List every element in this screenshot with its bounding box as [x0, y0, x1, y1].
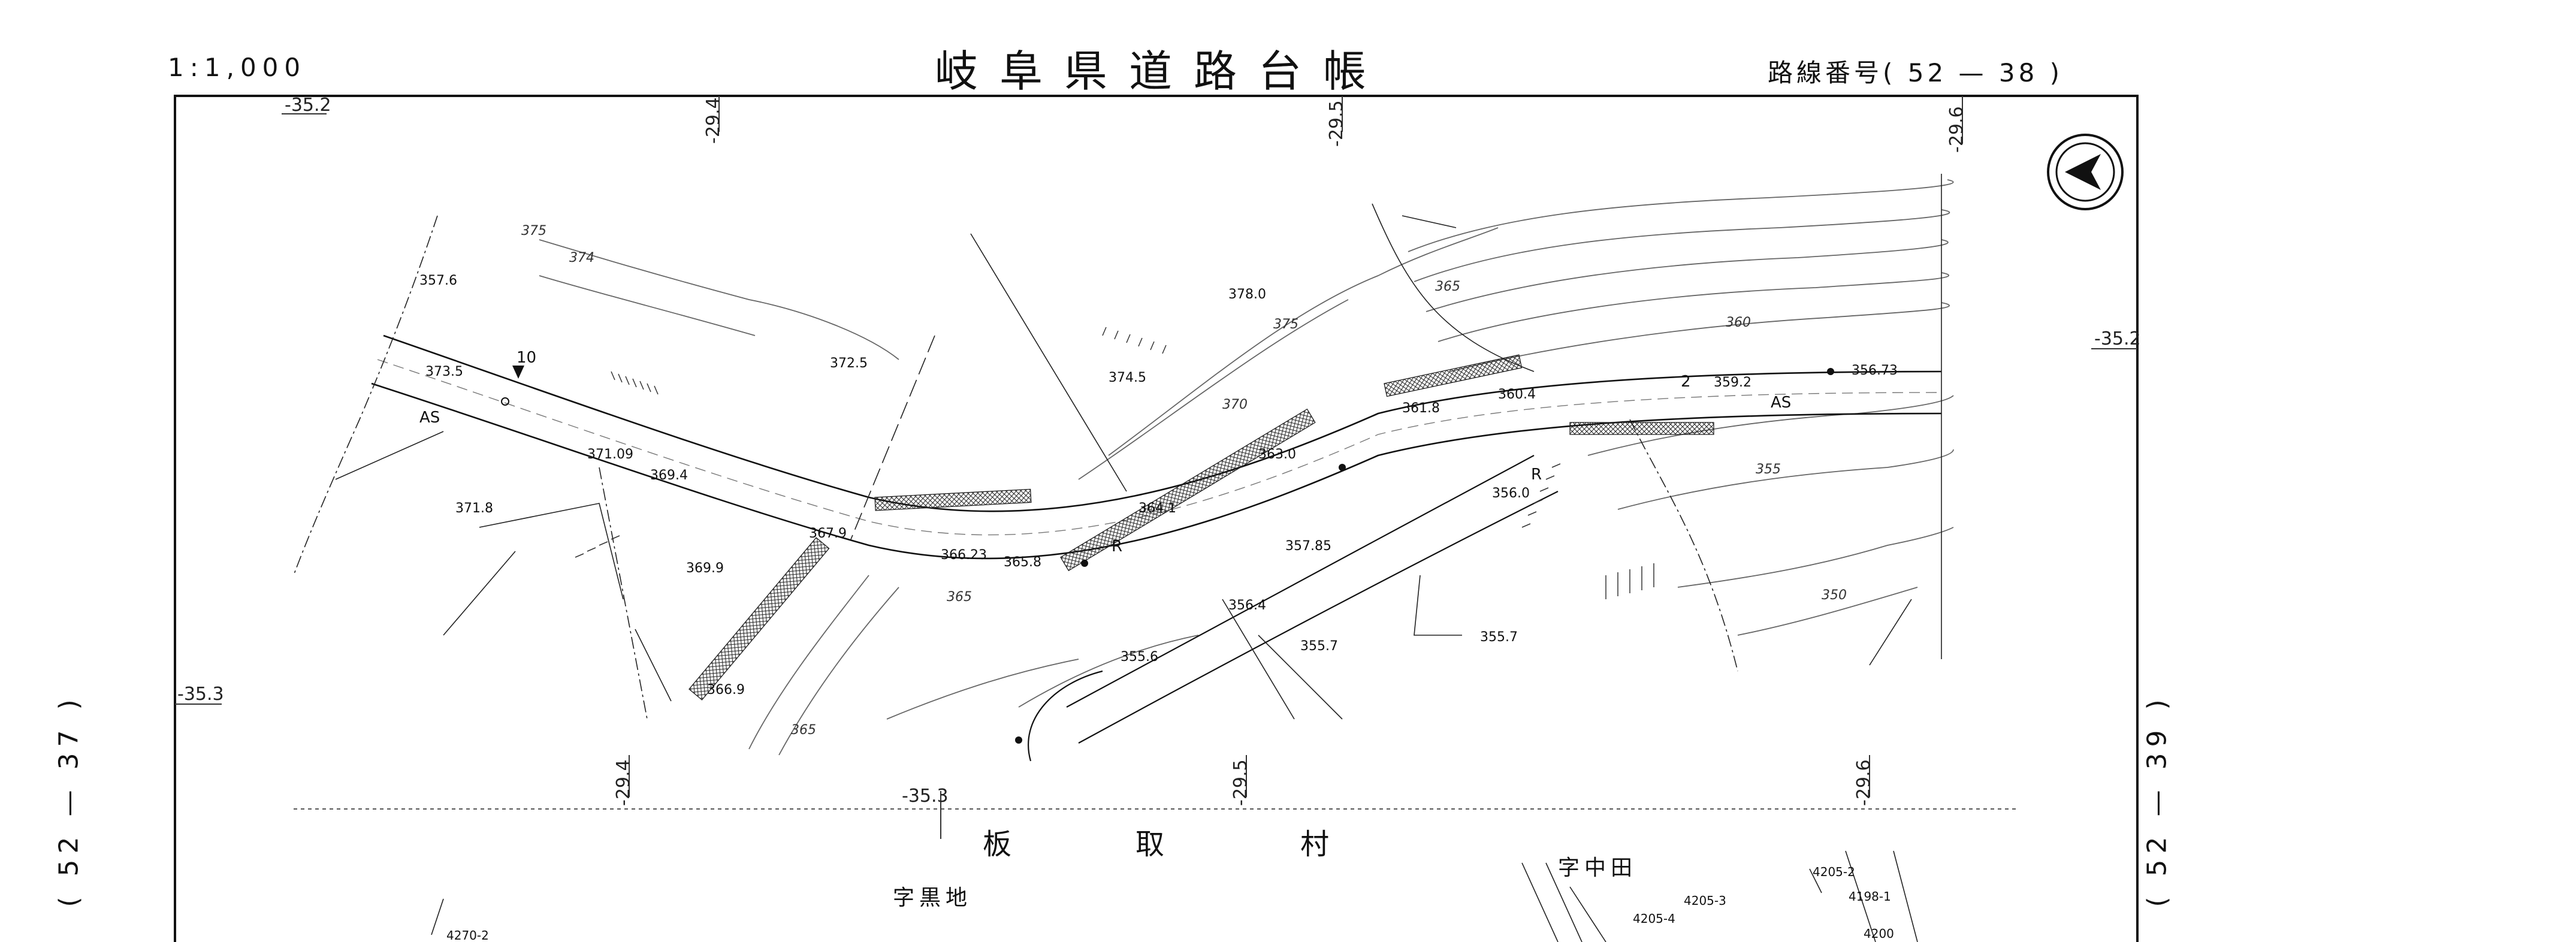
retaining-walls — [688, 354, 1714, 701]
grid-label-top-3: -29.5 — [1326, 100, 1347, 147]
north-arrow-icon — [2047, 134, 2124, 210]
elevation-label: 355.7 — [1300, 639, 1338, 654]
elevation-label: 356.0 — [1492, 486, 1530, 501]
grid-label-bottom-3: -29.5 — [1230, 759, 1251, 806]
grid-label-top-1: -35.2 — [285, 95, 331, 116]
contour-label: 375 — [1273, 317, 1298, 332]
village-char: 村 — [1300, 828, 1329, 861]
contour-labels: 375 374 375 370 365 365 365 360 355 350 — [521, 224, 1847, 738]
elevation-label: 369.9 — [686, 561, 724, 576]
branch-road — [1028, 455, 1559, 762]
grid-label-bottom-2: -35.3 — [902, 786, 949, 807]
elevation-label: 360.4 — [1498, 387, 1536, 402]
elevation-label: 365.8 — [1004, 555, 1041, 570]
parcel-number: 4270-2 — [446, 928, 489, 942]
contour-label: 360 — [1726, 315, 1751, 330]
route-number: 路線番号( 52 — 38 ) — [1768, 58, 2064, 87]
contour-label: 365 — [1435, 279, 1460, 294]
grid-label-right: -35.2 — [2094, 328, 2141, 349]
contour-label: 370 — [1222, 397, 1248, 412]
parcel-number: 4205-2 — [1813, 865, 1855, 879]
elevation-label: 356.4 — [1228, 598, 1266, 613]
area-name-right: 字中田 — [1558, 856, 1637, 880]
village-name: 板 取 村 — [983, 828, 1329, 861]
elevation-label: 369.4 — [650, 468, 688, 483]
parcel-number: 4200 — [1864, 926, 1894, 941]
road-surface-label: AS — [419, 409, 440, 427]
slope-ticks — [575, 327, 1654, 599]
survey-point-icon — [501, 397, 509, 406]
road-surface-label: R — [1531, 466, 1542, 484]
village-char: 取 — [1136, 828, 1164, 861]
elevation-label: 361.8 — [1402, 401, 1440, 416]
area-name-left: 字黒地 — [893, 886, 972, 910]
elevation-label: 356.73 — [1852, 363, 1898, 378]
elevation-label: 363.0 — [1258, 447, 1296, 462]
contour-label: 365 — [947, 590, 972, 605]
elevation-label: 355.7 — [1480, 630, 1518, 645]
elevation-label: 371.8 — [455, 501, 493, 516]
elevation-label: 359.2 — [1714, 375, 1751, 390]
marker-triangle-icon — [512, 366, 524, 379]
contour-label: 355 — [1756, 462, 1781, 477]
parcel-boundaries — [293, 174, 1942, 942]
contour-label: 374 — [569, 250, 594, 265]
contour-lines — [539, 179, 1954, 756]
grid-ticks — [175, 96, 2137, 839]
survey-point-icon — [1339, 464, 1346, 471]
elevation-label: 364.1 — [1138, 501, 1176, 516]
elevation-label: 366.23 — [941, 548, 987, 563]
elevation-label: 374.5 — [1109, 370, 1146, 385]
grid-label-bottom-4: -29.6 — [1853, 759, 1874, 806]
parcel-number: 4198-1 — [1849, 889, 1891, 904]
grid-label-top-2: -29.4 — [703, 97, 724, 144]
elevation-label: 355.6 — [1121, 650, 1158, 665]
grid-label-top-4: -29.6 — [1946, 106, 1967, 153]
contour-label: 375 — [521, 224, 546, 238]
elevation-label: 357.85 — [1285, 539, 1331, 554]
survey-point-icon — [1081, 560, 1088, 567]
elevation-label: 372.5 — [830, 356, 868, 371]
road-marker: 2 — [1681, 373, 1691, 391]
road-surface-label: AS — [1771, 394, 1791, 412]
elevation-label: 373.5 — [425, 364, 463, 379]
grid-label-bottom-1: -29.4 — [613, 759, 634, 806]
road-marks: AS AS R R 10 2 — [419, 349, 1791, 555]
grid-label-left: -35.3 — [177, 684, 224, 705]
elevation-label: 371.09 — [587, 447, 633, 462]
village-char: 板 — [983, 828, 1011, 861]
map-title: 岐阜県道路台帳 — [935, 46, 1388, 96]
elevation-points: 357.6 373.5 371.09 369.4 371.8 369.9 366… — [419, 273, 1898, 698]
elevation-label: 366.9 — [707, 683, 745, 698]
survey-point-icon — [1827, 368, 1834, 375]
elevation-label: 378.0 — [1228, 287, 1266, 302]
road-marker: 10 — [517, 349, 536, 367]
contour-label: 350 — [1822, 588, 1847, 603]
parcel-number: 4205-3 — [1684, 893, 1726, 908]
elevation-label: 357.6 — [419, 273, 457, 288]
map-scale: 1:1,000 — [168, 53, 307, 82]
survey-point-icon — [1015, 736, 1022, 744]
road-surface-label: R — [1112, 538, 1122, 555]
map-frame — [174, 95, 2139, 942]
parcel-numbers: 4270-2 4205-2 4198-1 4205-3 4205-4 4200 — [446, 865, 1894, 942]
parcel-number: 4205-4 — [1633, 911, 1675, 926]
contour-label: 365 — [791, 723, 816, 738]
elevation-label: 367.9 — [809, 526, 847, 541]
